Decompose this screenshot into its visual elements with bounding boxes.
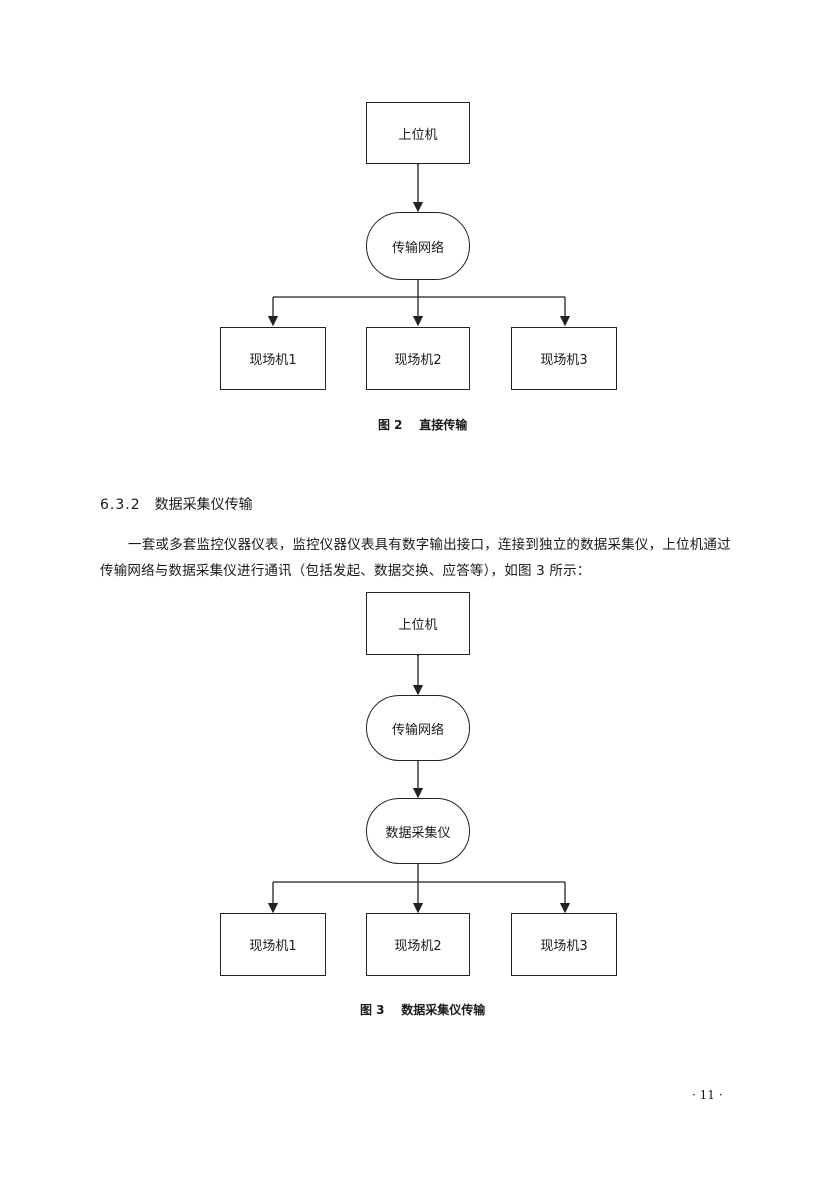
network-label: 传输网络: [391, 240, 444, 256]
data-collector-label: 数据采集仪: [385, 825, 451, 841]
data-collector-node: 数据采集仪: [366, 798, 470, 864]
figure-2-caption: 图 2 直接传输: [378, 416, 467, 433]
field-unit-2-label: 现场机2: [394, 353, 442, 368]
figure-2-caption-title: 直接传输: [419, 418, 468, 432]
field-unit-1-box-3: 现场机1: [220, 913, 326, 976]
field-unit-2-box-3: 现场机2: [366, 913, 470, 976]
figure-3-caption-number: 图 3: [360, 1003, 385, 1017]
figure-3-caption: 图 3 数据采集仪传输: [360, 1001, 485, 1018]
field-unit-1-label: 现场机1: [249, 353, 297, 368]
network-label-3: 传输网络: [391, 722, 444, 738]
figure-3-caption-title: 数据采集仪传输: [401, 1003, 486, 1017]
figure-2-diagram: 上位机 传输网络 现场机1 现场机2 现场机3 图 2 直接传输: [0, 0, 840, 440]
host-computer-box-3: 上位机: [366, 592, 470, 655]
field-unit-2-label-3: 现场机2: [394, 939, 442, 954]
body-paragraph: 一套或多套监控仪器仪表，监控仪器仪表具有数字输出接口，连接到独立的数据采集仪，上…: [100, 537, 731, 579]
section-heading: 6.3.2 数据采集仪传输: [100, 494, 253, 514]
network-node-3: 传输网络: [366, 695, 470, 761]
figure-3-connectors: [267, 646, 571, 914]
page-number: · 11 ·: [692, 1088, 723, 1102]
figure-2-caption-number: 图 2: [378, 418, 403, 432]
section-title: 数据采集仪传输: [154, 497, 253, 513]
figure-3-diagram: 上位机 传输网络 数据采集仪 现场机1 现场机2 现场机3 图 3 数据采集仪传…: [220, 592, 617, 1018]
network-node: 传输网络: [366, 212, 470, 280]
host-computer-label-3: 上位机: [398, 618, 438, 633]
figure-2-connectors: [267, 155, 571, 327]
field-unit-2-box: 现场机2: [366, 327, 470, 390]
host-computer-box: 上位机: [366, 102, 470, 164]
section-number: 6.3.2: [100, 497, 141, 513]
field-unit-1-label-3: 现场机1: [249, 939, 297, 954]
field-unit-1-box: 现场机1: [220, 327, 326, 390]
field-unit-3-box-3: 现场机3: [511, 913, 617, 976]
field-unit-3-box: 现场机3: [511, 327, 617, 390]
field-unit-3-label-3: 现场机3: [540, 939, 588, 954]
field-unit-3-label: 现场机3: [540, 353, 588, 368]
host-computer-label: 上位机: [398, 127, 438, 143]
